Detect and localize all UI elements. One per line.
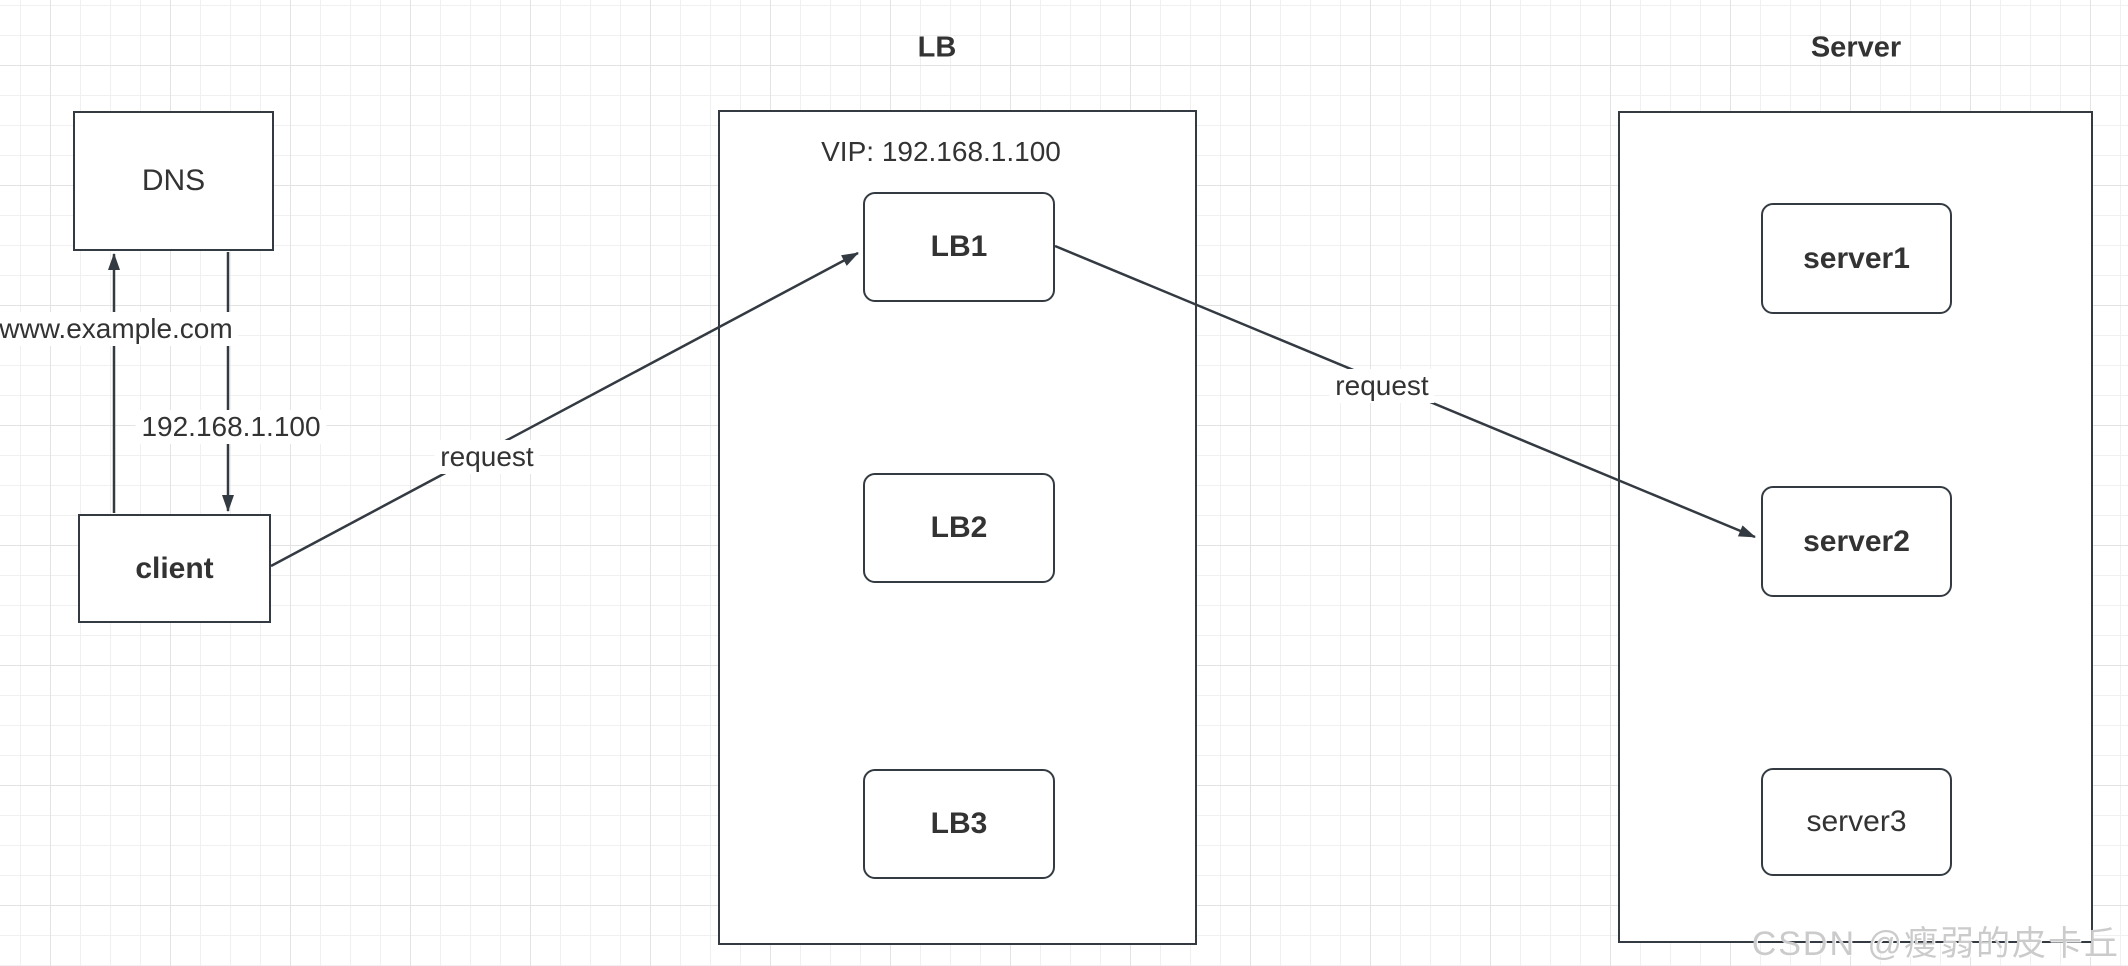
server2-node: server2 [1761, 486, 1952, 597]
server3-node: server3 [1761, 768, 1952, 876]
request-label-client-lb: request [434, 440, 540, 474]
server1-node: server1 [1761, 203, 1952, 314]
server1-node-label: server1 [1803, 241, 1910, 275]
lb1-node: LB1 [863, 192, 1055, 302]
lb3-node-label: LB3 [930, 807, 988, 840]
server-group-title: Server [1810, 31, 1902, 64]
lb3-node: LB3 [863, 769, 1055, 879]
lb1-node-label: LB1 [930, 230, 988, 263]
client-node: client [78, 514, 271, 623]
client-node-label: client [135, 551, 214, 585]
server2-node-label: server2 [1803, 524, 1910, 558]
vip-address-label: VIP: 192.168.1.100 [821, 136, 1061, 167]
dns-node-label: DNS [141, 164, 206, 197]
dns-response-label: 192.168.1.100 [135, 410, 327, 444]
lb2-node-label: LB2 [930, 511, 988, 544]
lb-group-title: LB [917, 31, 957, 64]
request-label-lb-server: request [1329, 369, 1435, 403]
server3-node-label: server3 [1806, 805, 1907, 838]
lb2-node: LB2 [863, 473, 1055, 583]
csdn-watermark: CSDN @瘦弱的皮卡丘 [1751, 925, 2120, 963]
dns-node: DNS [73, 111, 274, 251]
dns-query-label: www.example.com [0, 312, 239, 346]
